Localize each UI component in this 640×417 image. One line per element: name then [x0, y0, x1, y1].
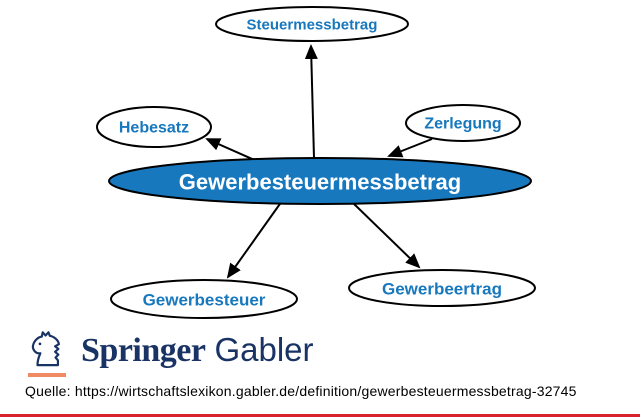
node-center-gewerbesteuermessbetrag[interactable]: Gewerbesteuermessbetrag	[108, 157, 532, 205]
node-ellipse	[96, 106, 212, 148]
logo-horse-block	[27, 329, 68, 377]
concept-diagram: Steuermessbetrag Hebesatz Zerlegung Gewe…	[96, 6, 536, 319]
node-gewerbesteuer[interactable]: Gewerbesteuer	[110, 279, 298, 319]
bottom-red-rule	[0, 414, 640, 417]
center-label: Gewerbesteuermessbetrag	[179, 170, 461, 195]
node-label: Zerlegung	[424, 116, 501, 133]
node-ellipse	[215, 6, 409, 42]
logo-orange-underline	[28, 373, 66, 377]
node-label: Hebesatz	[119, 120, 189, 137]
node-ellipse	[348, 269, 536, 307]
center-ellipse	[108, 157, 532, 205]
chess-knight-icon	[31, 331, 60, 367]
node-gewerbeertrag[interactable]: Gewerbeertrag	[348, 269, 536, 307]
node-ellipse	[405, 104, 521, 142]
node-label: Gewerbesteuer	[143, 291, 266, 310]
source-citation: Quelle: https://wirtschaftslexikon.gable…	[25, 383, 577, 399]
node-steuermessbetrag[interactable]: Steuermessbetrag	[215, 6, 409, 42]
edge-center-to-steuermessbetrag	[304, 44, 318, 159]
node-label: Gewerbeertrag	[382, 280, 502, 299]
node-zerlegung[interactable]: Zerlegung	[405, 104, 521, 142]
logo-text-springer: Springer	[81, 332, 206, 369]
node-label: Steuermessbetrag	[247, 17, 378, 34]
edge-center-to-gewerbeertrag	[351, 201, 421, 269]
edge-center-to-gewerbesteuer	[226, 200, 283, 279]
node-hebesatz[interactable]: Hebesatz	[96, 106, 212, 148]
logo-text-gabler: Gabler	[214, 331, 314, 368]
edge-zerlegung-to-center	[387, 138, 433, 158]
node-ellipse	[110, 279, 298, 319]
